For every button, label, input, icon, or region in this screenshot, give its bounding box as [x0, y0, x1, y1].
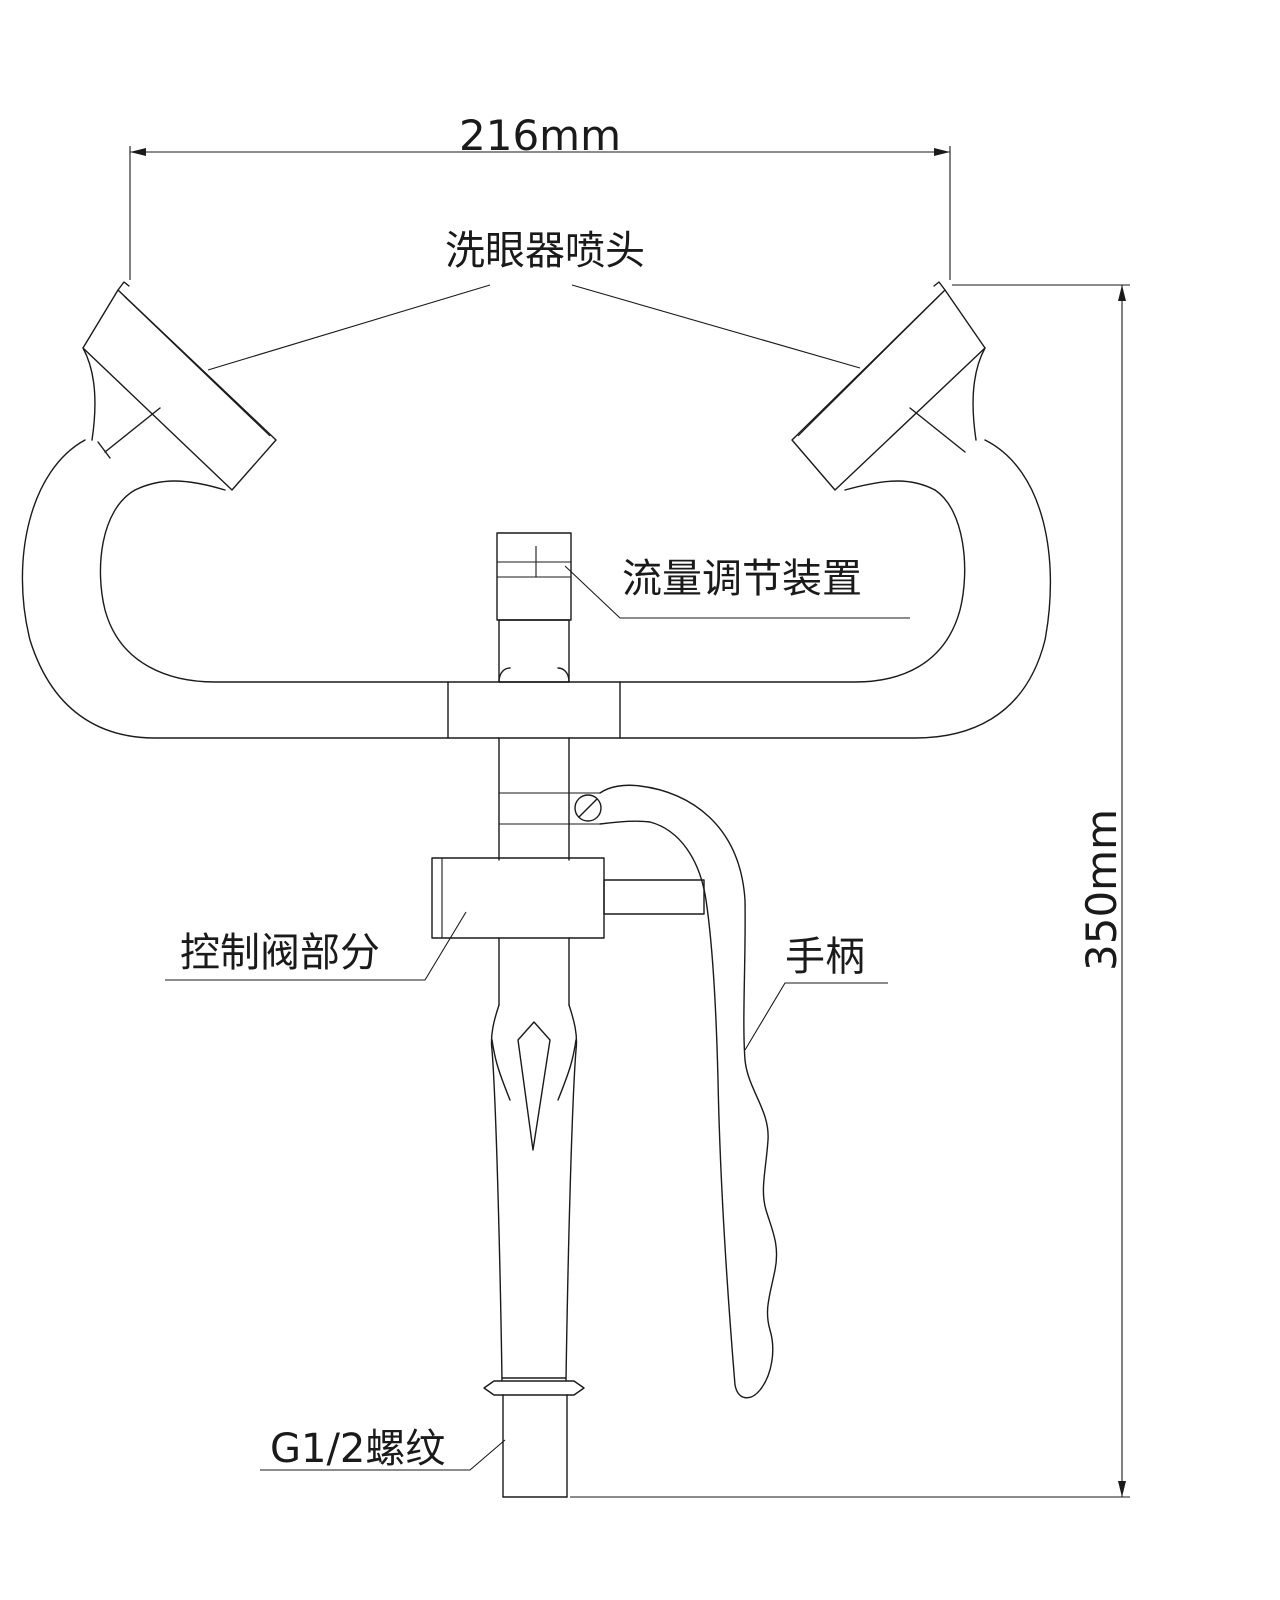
right-curved-pipe — [619, 439, 1052, 739]
lower-body — [483, 1004, 585, 1498]
flow-adjust-device — [496, 532, 572, 621]
flow-adjust-label: 流量调节装置 — [622, 556, 862, 602]
left-curved-pipe — [21, 439, 449, 739]
right-nozzle-head — [791, 281, 986, 491]
left-nozzle-head — [82, 281, 277, 491]
control-valve-body — [431, 857, 705, 939]
width-dimension — [129, 146, 951, 280]
control-valve-label: 控制阀部分 — [180, 930, 380, 976]
height-dimension-label: 350mm — [1077, 809, 1126, 971]
cross-connector — [447, 619, 621, 739]
thread-label: G1/2螺纹 — [270, 1426, 445, 1472]
width-dimension-label: 216mm — [459, 111, 621, 160]
leader-lines — [165, 284, 910, 1471]
handle-label: 手柄 — [785, 934, 865, 980]
vertical-stem — [498, 737, 600, 1006]
nozzle-label: 洗眼器喷头 — [445, 228, 645, 274]
handle — [599, 784, 778, 1399]
height-dimension — [570, 284, 1130, 1498]
screw-head — [574, 794, 602, 822]
